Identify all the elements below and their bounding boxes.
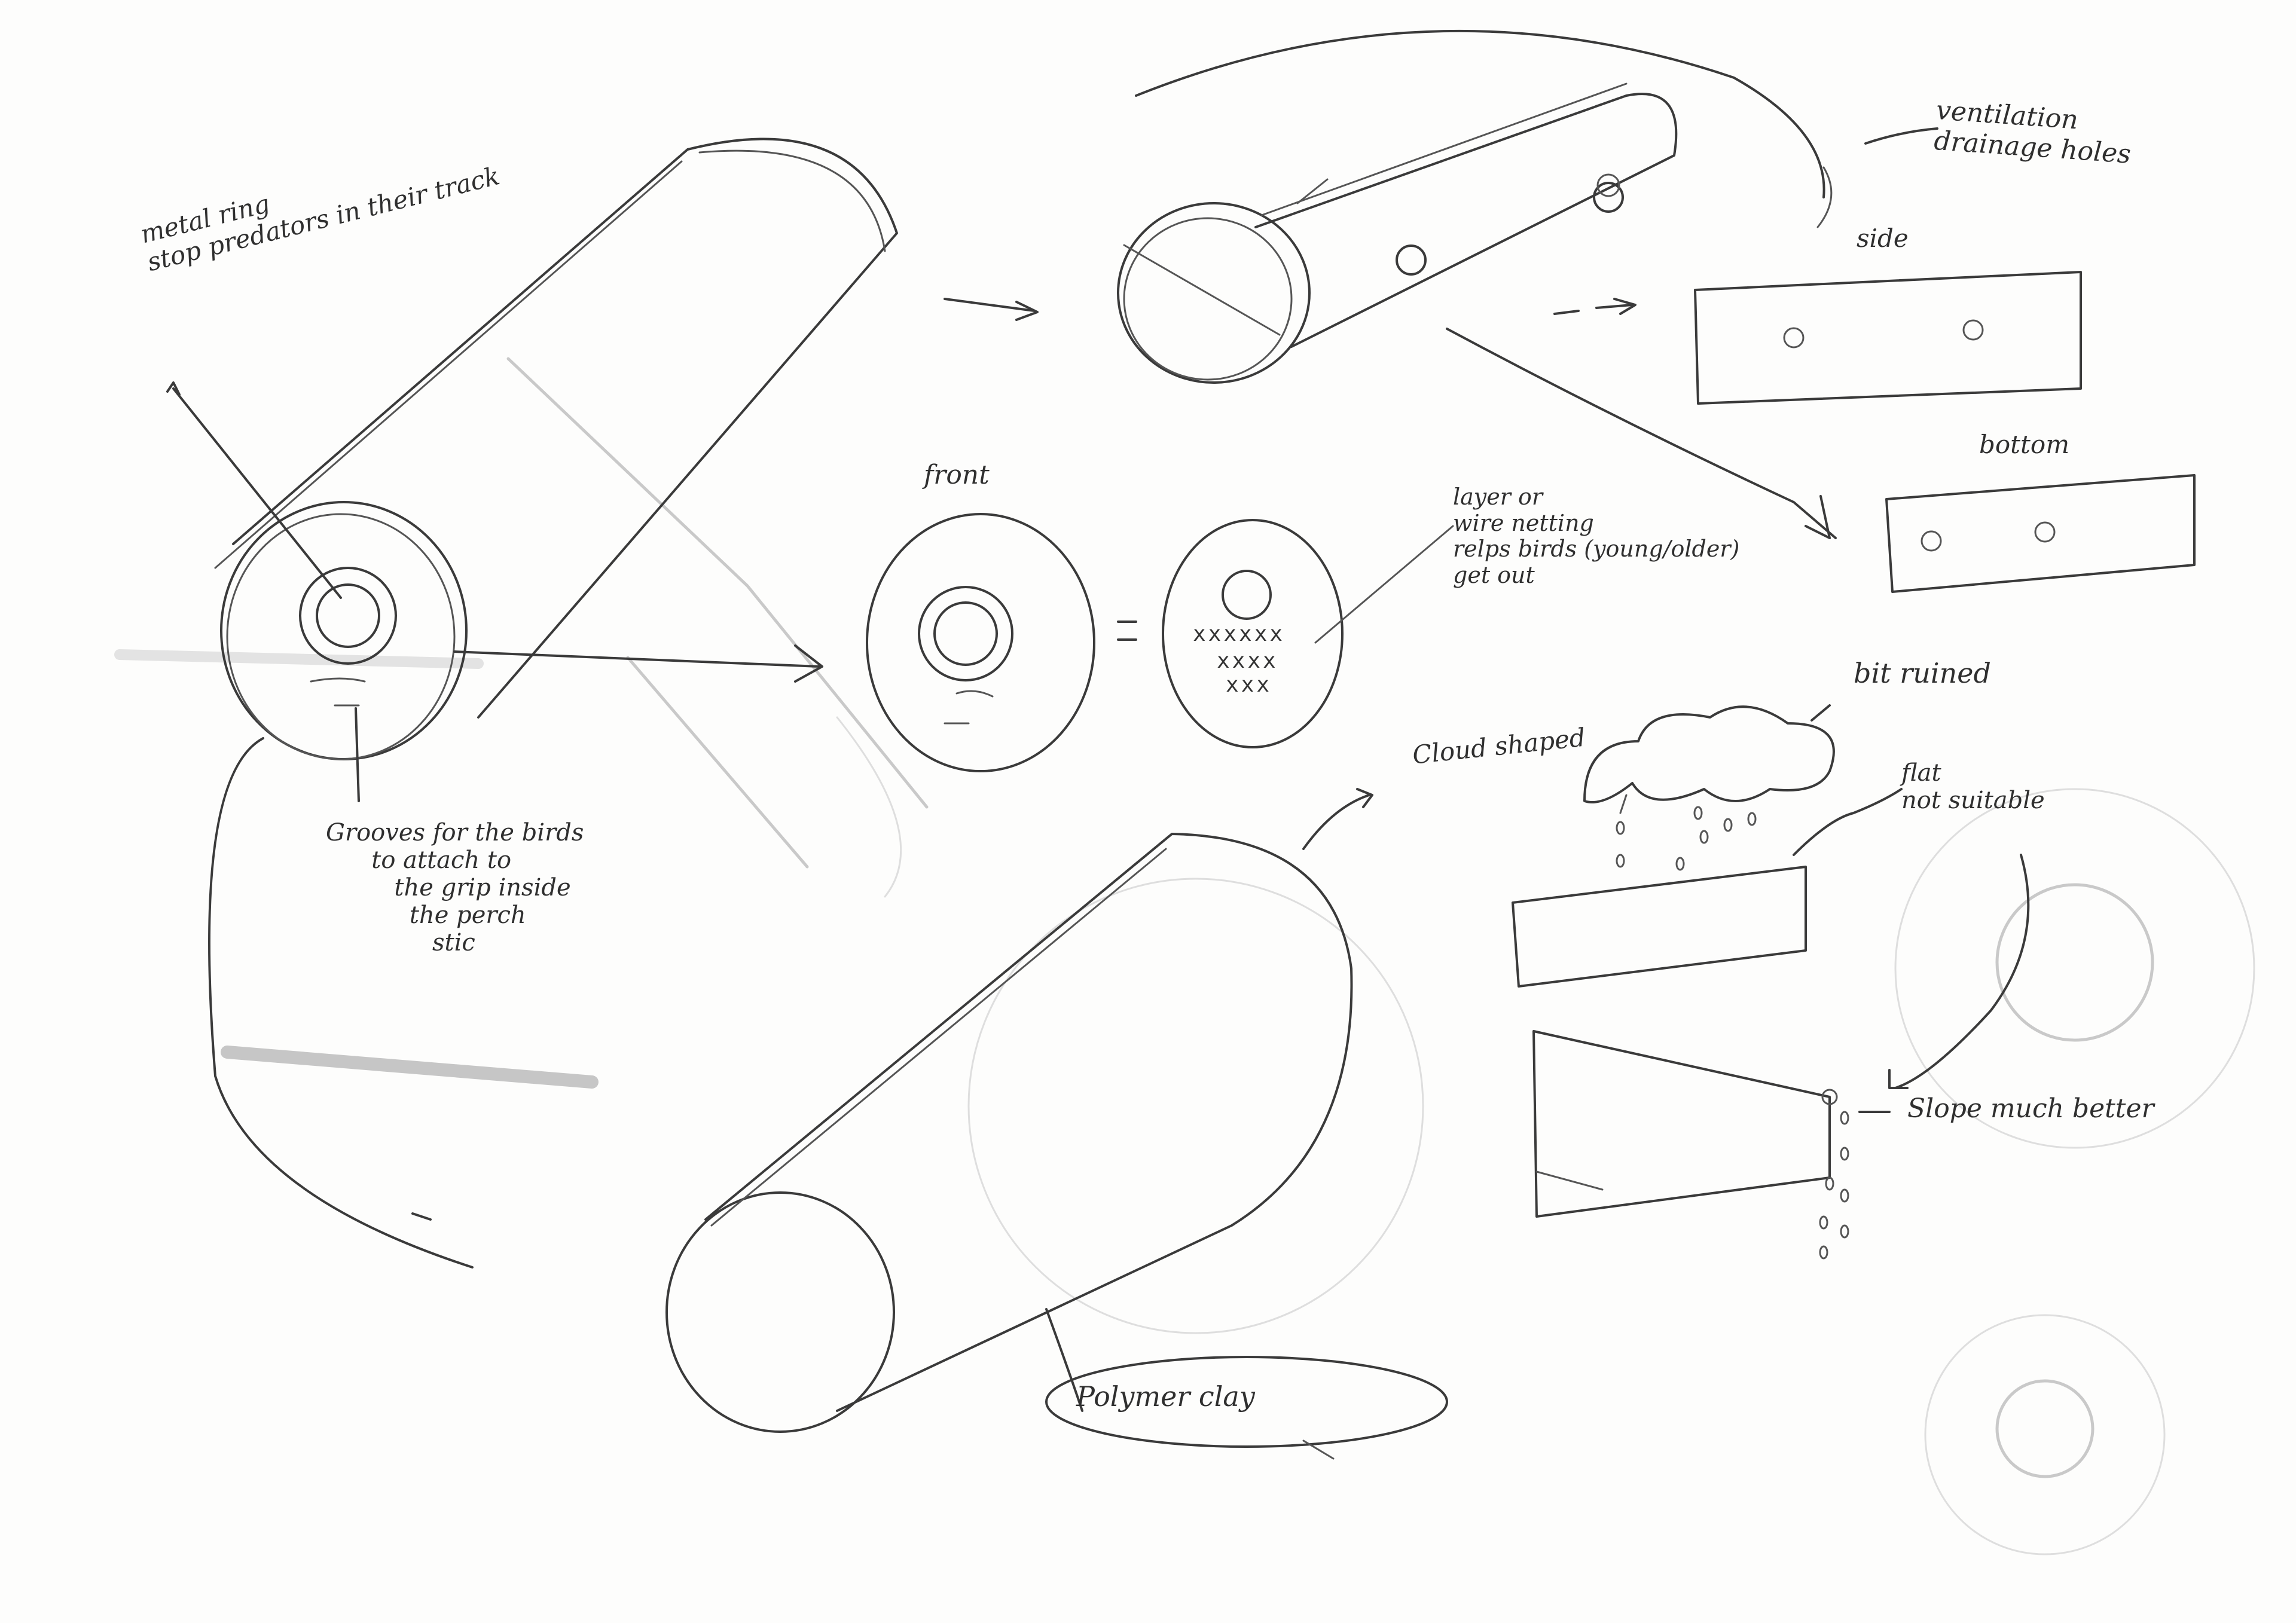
ghost-marks [114,357,2255,1555]
note-slope: Slope much better [1907,1093,2154,1124]
note-polymer-clay: Polymer clay [1076,1380,1255,1413]
flat-rect-sketch [1512,788,1903,988]
note-bottom: bottom [1979,430,2070,459]
slope-drips [1819,1111,1849,1260]
wire-mesh-row-1: xxxxxx [1193,622,1286,646]
mesh-view-sketch [1117,519,1454,748]
note-flat: flat not suitable [1901,759,2045,814]
rain-drops [1616,806,1757,871]
note-grooves: Grooves for the birds to attach to the g… [326,819,584,956]
cloud-sketch [1302,704,1835,871]
note-layer-wire: layer or wire netting relps birds (young… [1453,484,1740,589]
note-side: side [1857,224,1909,253]
front-view-sketch [866,513,1095,772]
bottom-rect-sketch [1885,474,2196,593]
note-front: front [924,460,990,490]
wire-mesh-row-3: xxx [1226,673,1272,697]
note-bit-ruined: bit ruined [1854,657,1991,689]
slope-rect-sketch [1532,854,2030,1260]
wire-mesh-row-2: xxxx [1217,649,1278,673]
polymer-clay-cone-sketch [665,833,1448,1460]
side-rect-sketch [1694,271,2082,405]
ventilated-tube-sketch [1117,29,1938,539]
smudge-mark [221,1046,599,1089]
main-cylinder-sketch [166,137,1039,1269]
